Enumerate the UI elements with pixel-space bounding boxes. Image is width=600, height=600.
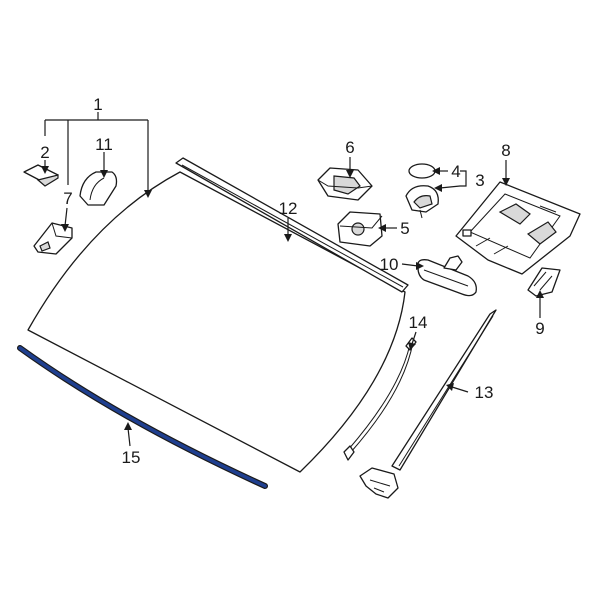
callout-14: 14 [409, 313, 428, 332]
arrowhead-15 [124, 422, 132, 430]
pillar-garnish-part-13[interactable] [359, 309, 497, 499]
callout-5: 5 [400, 219, 409, 238]
callout-8: 8 [501, 141, 510, 160]
callout-11: 11 [95, 135, 113, 154]
windshield-glass[interactable] [27, 171, 406, 473]
callout-13: 13 [475, 383, 494, 402]
lower-molding-part-15[interactable] [17, 345, 268, 489]
callout-12: 12 [279, 199, 298, 218]
callout-15: 15 [122, 448, 141, 467]
leader-arrowheads [41, 166, 544, 430]
callout-4: 4 [451, 162, 460, 181]
rear-view-mirror-part-10[interactable] [417, 255, 477, 297]
arrowhead-10 [416, 262, 424, 270]
arrowhead-6 [346, 170, 354, 178]
o-ring-part-4[interactable] [408, 163, 436, 179]
arrowhead-12 [284, 234, 292, 242]
callout-1: 1 [93, 95, 102, 114]
pad-part-2[interactable] [23, 164, 59, 187]
arrowhead-5 [378, 224, 386, 232]
callout-3: 3 [475, 171, 484, 190]
callout-7: 7 [63, 189, 72, 208]
arrowhead-14 [408, 342, 416, 350]
arrowhead-7 [61, 224, 69, 232]
callout-labels: 1 2 3 4 5 6 7 8 9 10 11 12 13 14 15 [40, 95, 544, 467]
console-bracket-part-8[interactable] [455, 181, 581, 275]
upper-molding-part-12[interactable] [175, 157, 409, 293]
sensor-housing-part-6[interactable] [317, 167, 373, 201]
clip-part-9[interactable] [527, 267, 561, 297]
leader-lines [44, 112, 541, 447]
callout-2: 2 [40, 143, 49, 162]
callout-6: 6 [345, 138, 354, 157]
arrowhead-1 [144, 190, 152, 198]
cover-part-11[interactable] [79, 171, 118, 206]
callout-10: 10 [380, 255, 399, 274]
camera-bracket-part-5[interactable] [337, 211, 383, 247]
arrowhead-9 [536, 290, 544, 298]
arrowhead-11 [100, 170, 108, 178]
callout-9: 9 [535, 319, 544, 338]
arrowhead-3 [434, 184, 442, 192]
arrowhead-8 [502, 178, 510, 186]
arrowhead-4 [432, 167, 440, 175]
bracket-part-7[interactable] [33, 222, 73, 255]
arrowhead-13 [446, 383, 454, 391]
rain-sensor-part-3[interactable] [405, 185, 439, 219]
arrowhead-2 [41, 166, 49, 174]
